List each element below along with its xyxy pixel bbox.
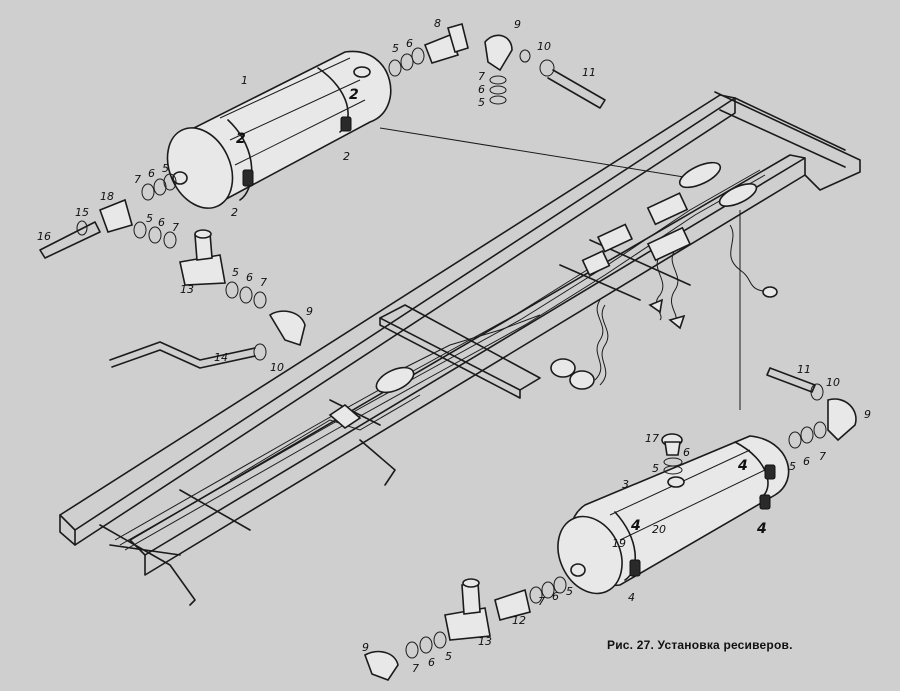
lower-left-fittings [364, 576, 567, 681]
label-3: 3 [622, 478, 629, 491]
label-6d: 6 [158, 216, 165, 229]
label-6b: 6 [478, 83, 485, 96]
receiver-upper [166, 50, 392, 209]
label-6a: 6 [406, 37, 413, 50]
label-10c: 10 [826, 376, 840, 389]
receiver-lower [557, 435, 790, 595]
label-5f: 5 [789, 460, 796, 473]
label-10b: 10 [270, 361, 284, 374]
label-2c: 2 [343, 150, 350, 163]
label-4d: 4 [628, 591, 635, 604]
label-7c: 7 [172, 221, 179, 234]
label-5b: 5 [478, 96, 485, 109]
label-2d: 2 [231, 206, 238, 219]
label-9b: 9 [306, 305, 313, 318]
lower-right-fittings [661, 367, 857, 475]
label-6c: 6 [148, 167, 155, 180]
label-20: 20 [652, 523, 666, 536]
frame-components [328, 161, 778, 430]
label-13a: 13 [180, 283, 194, 296]
label-6h: 6 [552, 590, 559, 603]
label-5a: 5 [392, 42, 399, 55]
label-7b: 7 [134, 173, 141, 186]
brake-pipes [114, 127, 771, 551]
label-14: 14 [214, 351, 228, 364]
label-9d: 9 [362, 641, 369, 654]
label-7a: 7 [478, 70, 485, 83]
label-8: 8 [434, 17, 441, 30]
label-9a: 9 [514, 18, 521, 31]
label-19: 19 [612, 537, 626, 550]
label-6g: 6 [683, 446, 690, 459]
label-4a: 4 [737, 458, 748, 474]
label-6f: 6 [803, 455, 810, 468]
label-11b: 11 [797, 363, 811, 376]
label-6i: 6 [428, 656, 435, 669]
label-18: 18 [100, 190, 114, 203]
label-13b: 13 [478, 635, 492, 648]
label-1: 1 [241, 74, 248, 87]
label-16: 16 [37, 230, 51, 243]
part-labels: 1 2 2 2 2 5 6 8 9 10 11 7 6 5 5 6 7 18 1… [37, 17, 871, 675]
label-11a: 11 [582, 66, 596, 79]
label-15: 15 [75, 206, 89, 219]
label-4c: 4 [756, 521, 767, 537]
label-2b: 2 [349, 87, 359, 103]
label-10a: 10 [537, 40, 551, 53]
label-5d: 5 [146, 212, 153, 225]
figure-caption: Рис. 27. Установка ресиверов. [607, 638, 793, 652]
label-5e: 5 [232, 266, 239, 279]
label-4b: 4 [630, 518, 641, 534]
label-7e: 7 [819, 450, 826, 463]
label-5c: 5 [162, 162, 169, 175]
label-5h: 5 [566, 585, 573, 598]
label-5g: 5 [652, 462, 659, 475]
label-9c: 9 [864, 408, 871, 421]
label-7d: 7 [260, 276, 267, 289]
label-6e: 6 [246, 271, 253, 284]
label-7f: 7 [538, 595, 545, 608]
label-7g: 7 [412, 662, 419, 675]
label-5i: 5 [445, 650, 452, 663]
upper-right-fittings [388, 23, 606, 109]
upper-left-fittings [39, 173, 306, 369]
label-2a: 2 [236, 131, 246, 147]
label-17: 17 [645, 432, 659, 445]
label-12: 12 [512, 614, 526, 627]
